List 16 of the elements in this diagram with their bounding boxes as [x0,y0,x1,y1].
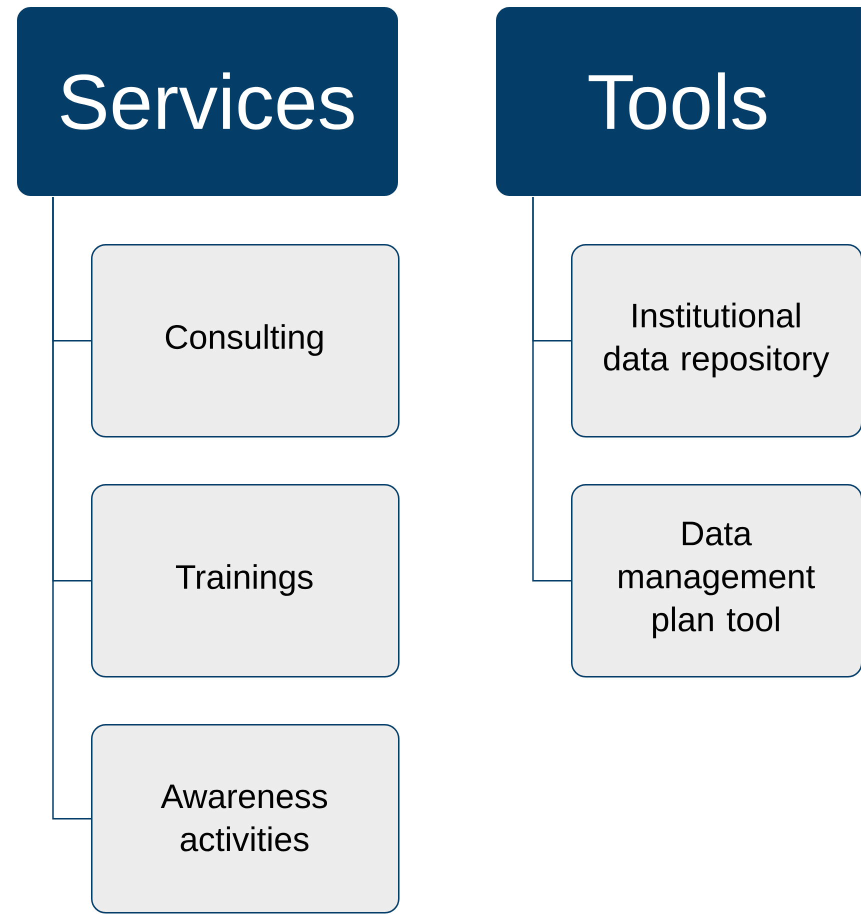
header-text: Tools [588,72,766,130]
header-text: Services [61,72,354,130]
header-box [495,6,861,197]
item-text: Data management plan tool [619,522,815,638]
item-text: Consulting [166,324,323,356]
item-text: Institutional data repository [604,302,830,378]
item-box [91,484,400,678]
connector-line [52,197,91,820]
item-box [91,244,400,438]
item-box [571,244,861,438]
header-box [16,6,399,197]
item-text: Trainings [176,564,313,596]
item-text: Awareness activities [160,784,328,852]
item-box [91,724,400,914]
item-box [571,484,861,678]
connector-line [532,197,571,582]
